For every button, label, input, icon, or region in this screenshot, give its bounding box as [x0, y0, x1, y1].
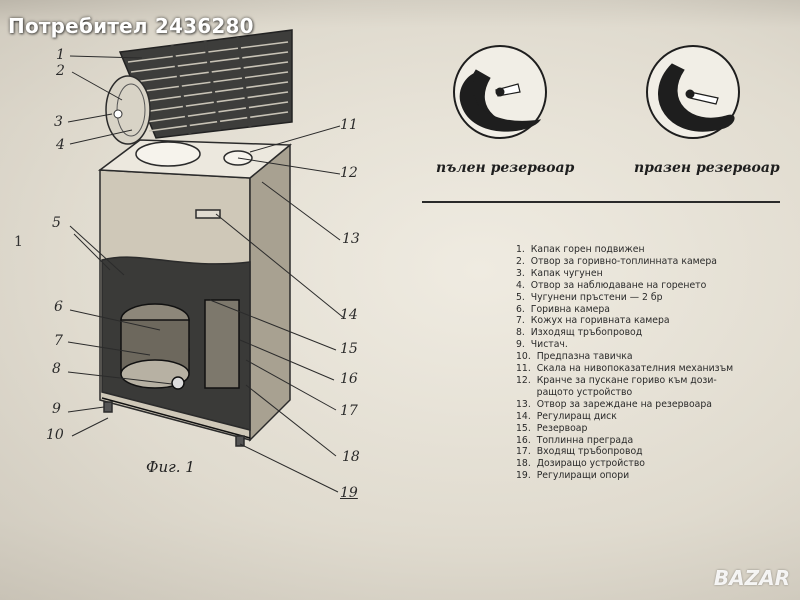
- callout-11: 11: [340, 117, 358, 133]
- bazar-logo: BAZAR: [713, 566, 790, 590]
- callout-12: 12: [340, 165, 358, 181]
- legend-item: 12. Кранче за пускане гориво към дози-: [516, 374, 717, 386]
- parts-legend: 1. Капак горен подвижен 2. Отвор за гори…: [516, 244, 776, 482]
- callout-10: 10: [46, 427, 64, 443]
- callout-17: 17: [340, 403, 358, 419]
- gauge-empty-tank: [646, 45, 740, 139]
- legend-item: 15. Резервоар: [516, 422, 588, 434]
- callout-18: 18: [342, 449, 360, 465]
- section-divider: [422, 201, 780, 203]
- callout-15: 15: [340, 341, 358, 357]
- gauge-caption-empty: празен резервоар: [634, 160, 780, 176]
- callout-19: 19: [340, 485, 358, 501]
- legend-item: 5. Чугунени пръстени — 2 бр: [516, 291, 663, 303]
- legend-item: 3. Капак чугунен: [516, 267, 603, 279]
- cabinet-body: [97, 139, 293, 447]
- callout-6: 6: [54, 299, 63, 315]
- legend-item: 2. Отвор за горивно-топлинната камера: [516, 255, 717, 267]
- round-cast-lid: [105, 75, 151, 145]
- legend-item: 17. Входящ тръбопровод: [516, 446, 643, 458]
- leader-lines: [67, 55, 345, 493]
- legend-item: 8. Изходящ тръбопровод: [516, 327, 643, 339]
- legend-item: 18. Дозиращо устройство: [516, 458, 645, 470]
- callout-7: 7: [54, 333, 63, 349]
- margin-mark: 1: [14, 234, 23, 250]
- callout-4: 4: [56, 137, 65, 153]
- callout-13: 13: [342, 231, 360, 247]
- legend-item: 16. Топлинна преграда: [516, 434, 634, 446]
- callout-9: 9: [52, 401, 61, 417]
- legend-item: 13. Отвор за зареждане на резервоара: [516, 398, 712, 410]
- callout-16: 16: [340, 371, 358, 387]
- gauge-caption-full: пълен резервоар: [436, 160, 575, 176]
- legend-item: ращото устройство: [516, 386, 633, 398]
- callout-1: 1: [56, 47, 65, 63]
- legend-item: 6. Горивна камера: [516, 303, 610, 315]
- figure-caption: Фиг. 1: [146, 458, 195, 476]
- legend-item: 14. Регулиращ диск: [516, 410, 617, 422]
- callout-3: 3: [54, 114, 63, 130]
- lid-grille: [118, 29, 293, 139]
- legend-item: 4. Отвор за наблюдаване на горенето: [516, 279, 707, 291]
- gauge-full-tank: [453, 45, 547, 139]
- legend-item: 11. Скала на нивопоказателния механизъм: [516, 363, 734, 375]
- legend-item: 10. Предпазна тавичка: [516, 351, 633, 363]
- seller-watermark: Потребител 2436280: [8, 14, 254, 38]
- legend-item: 19. Регулиращи опори: [516, 470, 630, 482]
- legend-item: 1. Капак горен подвижен: [516, 244, 645, 255]
- callout-2: 2: [56, 63, 65, 79]
- callout-5: 5: [52, 215, 61, 231]
- callout-8: 8: [52, 361, 61, 377]
- callout-14: 14: [340, 307, 358, 323]
- legend-item: 9. Чистач.: [516, 339, 568, 351]
- legend-item: 7. Кожух на горивната камера: [516, 315, 670, 327]
